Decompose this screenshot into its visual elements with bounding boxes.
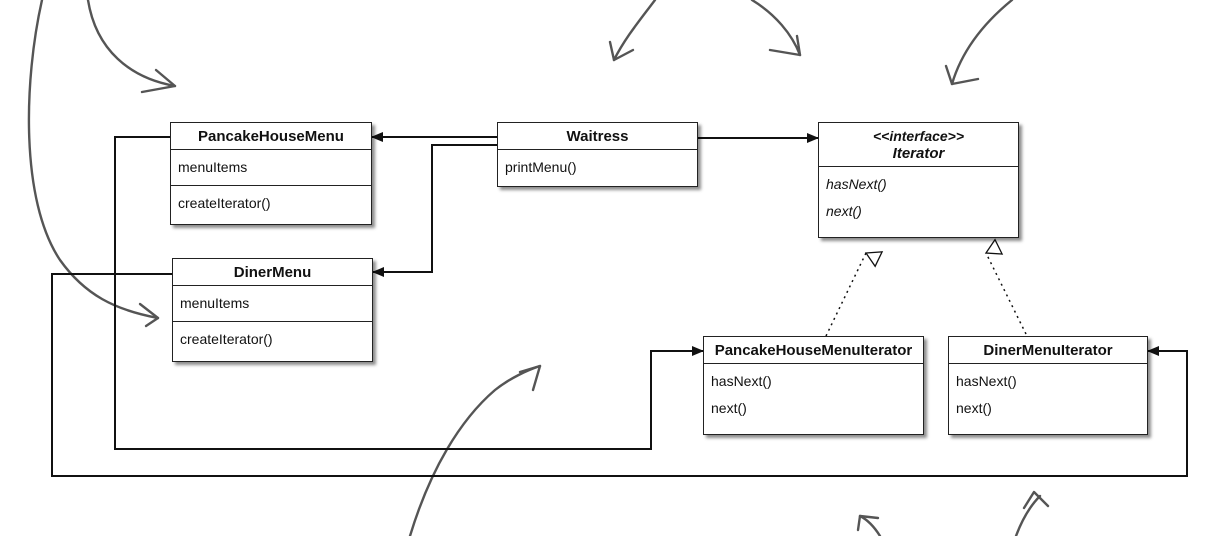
method: printMenu()	[505, 159, 577, 175]
method: next()	[711, 400, 747, 416]
method: hasNext()	[956, 373, 1017, 389]
method: hasNext()	[711, 373, 772, 389]
attributes-section: menuItems	[173, 286, 372, 321]
sketch-arrow-bottom-center	[408, 364, 542, 536]
method: hasNext()	[826, 176, 887, 192]
creates-dinermenuiterator	[51, 273, 1188, 477]
methods-section: createIterator()	[173, 321, 372, 357]
method: next()	[956, 400, 992, 416]
class-name: PancakeHouseMenu	[171, 123, 371, 150]
realizes-iterator-diner	[984, 238, 1027, 335]
class-waitress: Waitress printMenu()	[497, 122, 698, 187]
stereotype-label: <<interface>>	[872, 128, 965, 144]
creates-pancakehousemenuiterator	[114, 136, 704, 450]
class-name: DinerMenu	[173, 259, 372, 286]
interface-name: Iterator	[892, 145, 945, 162]
methods-section: hasNext() next()	[704, 364, 923, 426]
class-name: DinerMenuIterator	[949, 337, 1147, 364]
sketch-arrowhead-bottom-center	[518, 364, 542, 392]
sketch-arrow-top-right	[950, 0, 1014, 86]
method: createIterator()	[178, 195, 271, 211]
sketch-arrowhead-bottom-right-2	[1022, 490, 1050, 510]
sketch-arrowhead-top-right	[944, 64, 980, 86]
interface-iterator: <<interface>> Iterator hasNext() next()	[818, 122, 1019, 238]
assoc-waitress-dinermenu	[372, 144, 497, 277]
sketch-arrow-top-center-left	[612, 0, 657, 62]
sketch-arrowhead-bottom-right-1	[856, 514, 880, 532]
method: createIterator()	[180, 331, 273, 347]
sketch-arrow-bottom-right-2	[1014, 494, 1042, 536]
class-dinermenuiterator: DinerMenuIterator hasNext() next()	[948, 336, 1148, 435]
interface-header: <<interface>> Iterator	[819, 123, 1018, 167]
sketch-arrow-top-center-right	[750, 0, 802, 57]
method: next()	[826, 203, 862, 219]
sketch-arrowhead-left-long	[138, 302, 160, 328]
sketch-arrowhead-top-center-right	[768, 34, 802, 57]
methods-section: createIterator()	[171, 185, 371, 221]
sketch-arrow-left-long	[27, 0, 160, 320]
attribute: menuItems	[178, 159, 248, 175]
attribute: menuItems	[180, 295, 250, 311]
methods-section: hasNext() next()	[949, 364, 1147, 426]
class-pancakehousemenuiterator: PancakeHouseMenuIterator hasNext() next(…	[703, 336, 924, 435]
methods-section: hasNext() next()	[819, 167, 1018, 229]
class-name: Waitress	[498, 123, 697, 150]
attributes-section: menuItems	[171, 150, 371, 185]
sketch-arrowhead-top-left	[140, 68, 177, 94]
sketch-arrow-top-left	[86, 0, 177, 88]
sketch-arrowhead-top-center-left	[608, 40, 635, 62]
class-dinermenu: DinerMenu menuItems createIterator()	[172, 258, 373, 362]
methods-section: printMenu()	[498, 150, 697, 185]
realizes-iterator-pancake	[825, 251, 884, 337]
class-name: PancakeHouseMenuIterator	[704, 337, 923, 364]
class-pancakehousemenu: PancakeHouseMenu menuItems createIterato…	[170, 122, 372, 225]
